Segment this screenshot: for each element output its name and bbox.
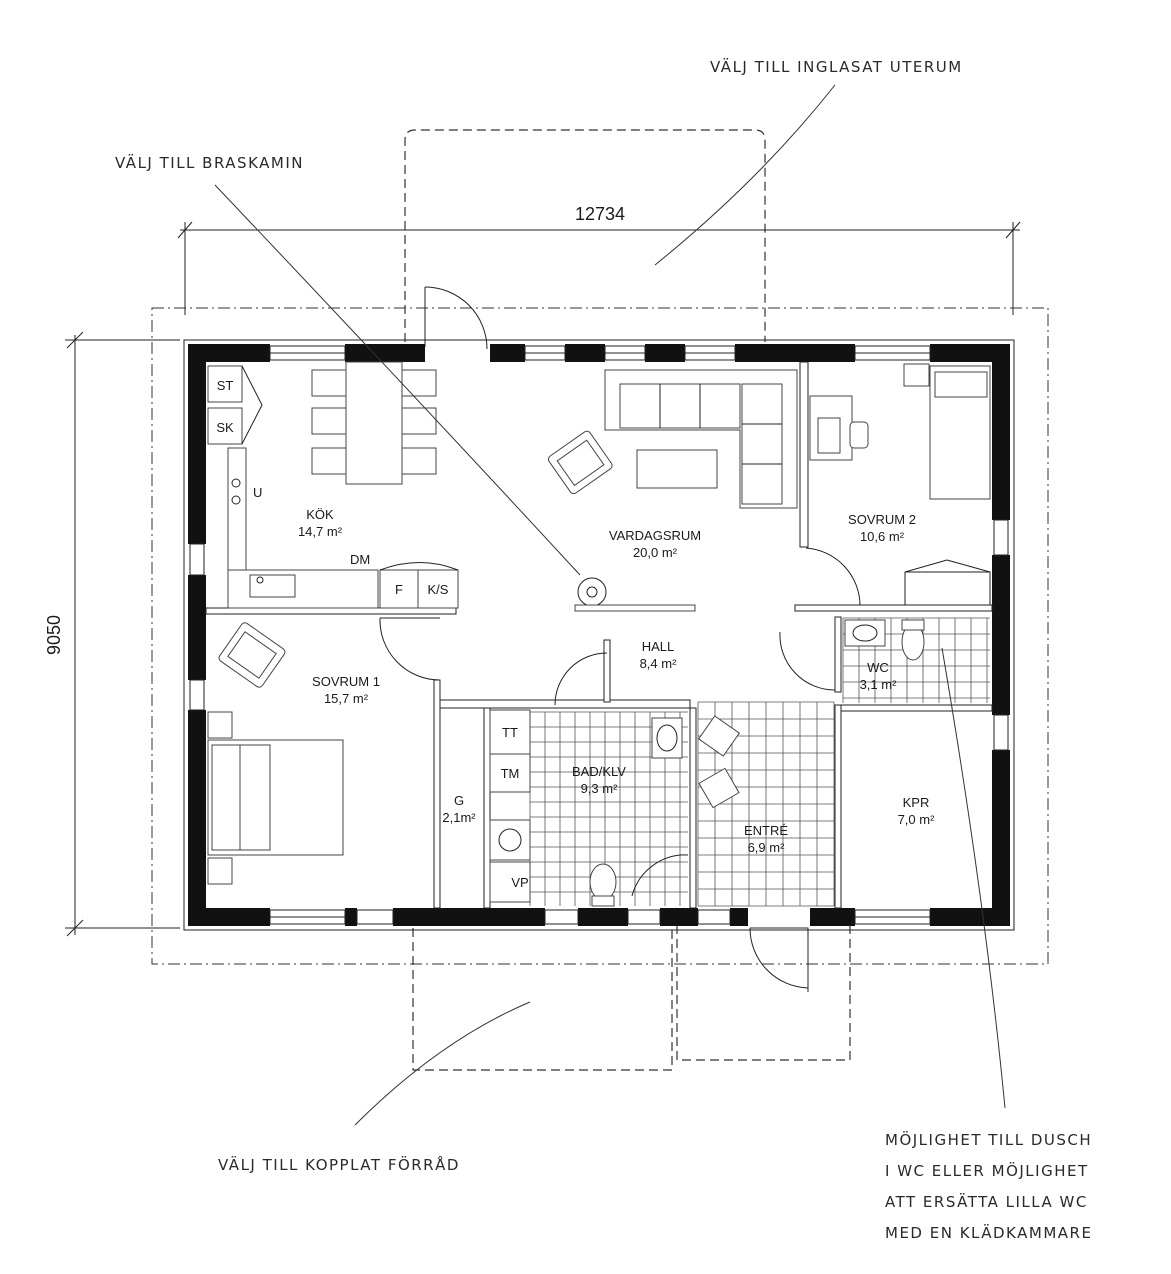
plot-boundary bbox=[151, 307, 1049, 965]
sovrum1-name: SOVRUM 1 bbox=[312, 674, 380, 689]
interior-walls bbox=[205, 361, 993, 909]
vardagsrum-area: 20,0 m² bbox=[633, 545, 678, 560]
hall-name: HALL bbox=[642, 639, 675, 654]
wc-fixtures bbox=[844, 619, 925, 661]
sovrum2-furniture bbox=[809, 363, 991, 606]
bathroom-tiles bbox=[529, 617, 990, 907]
doors bbox=[379, 286, 861, 992]
entre-area: 6,9 m² bbox=[748, 840, 786, 855]
depth-label: 9050 bbox=[44, 615, 64, 655]
note-dusch-4: MED EN KLÄDKAMMARE bbox=[885, 1223, 1092, 1242]
forrad-outline bbox=[412, 928, 673, 1071]
entre-name: ENTRÉ bbox=[744, 823, 788, 838]
note-braskamin: VÄLJ TILL BRASKAMIN bbox=[115, 153, 304, 172]
entre-chairs bbox=[697, 715, 741, 809]
st-label: ST bbox=[217, 378, 234, 393]
bathroom-fixtures: TT TM VP bbox=[489, 709, 683, 907]
wc-name: WC bbox=[867, 660, 889, 675]
fireplace bbox=[574, 577, 696, 612]
tm-label: TM bbox=[501, 766, 520, 781]
bad-name: BAD/KLV bbox=[572, 764, 626, 779]
dining-table bbox=[311, 361, 437, 485]
note-dusch-2: I WC ELLER MÖJLIGHET bbox=[885, 1161, 1089, 1180]
dimension-depth: 9050 bbox=[44, 331, 180, 937]
wc-area: 3,1 m² bbox=[860, 677, 898, 692]
sovrum2-name: SOVRUM 2 bbox=[848, 512, 916, 527]
g-name: G bbox=[454, 793, 464, 808]
bad-area: 9,3 m² bbox=[581, 781, 619, 796]
ks-label: K/S bbox=[428, 582, 449, 597]
g-area: 2,1m² bbox=[442, 810, 476, 825]
u-label: U bbox=[253, 485, 262, 500]
kok-area: 14,7 m² bbox=[298, 524, 343, 539]
exterior-walls bbox=[188, 344, 1010, 926]
room-labels: KÖK 14,7 m² VARDAGSRUM 20,0 m² SOVRUM 2 … bbox=[298, 507, 935, 855]
sofa bbox=[604, 369, 798, 509]
kpr-name: KPR bbox=[903, 795, 930, 810]
note-forrad: VÄLJ TILL KOPPLAT FÖRRÅD bbox=[218, 1155, 460, 1174]
leader-lines bbox=[214, 84, 1006, 1126]
tt-label: TT bbox=[502, 725, 518, 740]
note-dusch-1: MÖJLIGHET TILL DUSCH bbox=[885, 1130, 1092, 1149]
note-dusch-3: ATT ERSÄTTA LILLA WC bbox=[885, 1192, 1088, 1211]
vp-label: VP bbox=[511, 875, 528, 890]
vardagsrum-name: VARDAGSRUM bbox=[609, 528, 701, 543]
porch-outline bbox=[676, 925, 851, 1061]
kitchen-fittings: ST SK U DM F K/S bbox=[207, 365, 459, 609]
width-label: 12734 bbox=[575, 204, 625, 224]
kpr-area: 7,0 m² bbox=[898, 812, 936, 827]
dimension-width: 12734 bbox=[177, 204, 1021, 315]
notes: VÄLJ TILL INGLASAT UTERUM VÄLJ TILL BRAS… bbox=[115, 57, 1092, 1242]
armchair-living bbox=[547, 430, 613, 495]
kok-name: KÖK bbox=[306, 507, 334, 522]
hall-area: 8,4 m² bbox=[640, 656, 678, 671]
sovrum2-area: 10,6 m² bbox=[860, 529, 905, 544]
sovrum1-area: 15,7 m² bbox=[324, 691, 369, 706]
sovrum1-furniture bbox=[207, 622, 344, 885]
windows bbox=[189, 345, 1009, 925]
dm-label: DM bbox=[350, 552, 370, 567]
note-uterum: VÄLJ TILL INGLASAT UTERUM bbox=[710, 57, 963, 76]
f-label: F bbox=[395, 582, 403, 597]
uterum-outline bbox=[404, 129, 766, 342]
sk-label: SK bbox=[216, 420, 234, 435]
